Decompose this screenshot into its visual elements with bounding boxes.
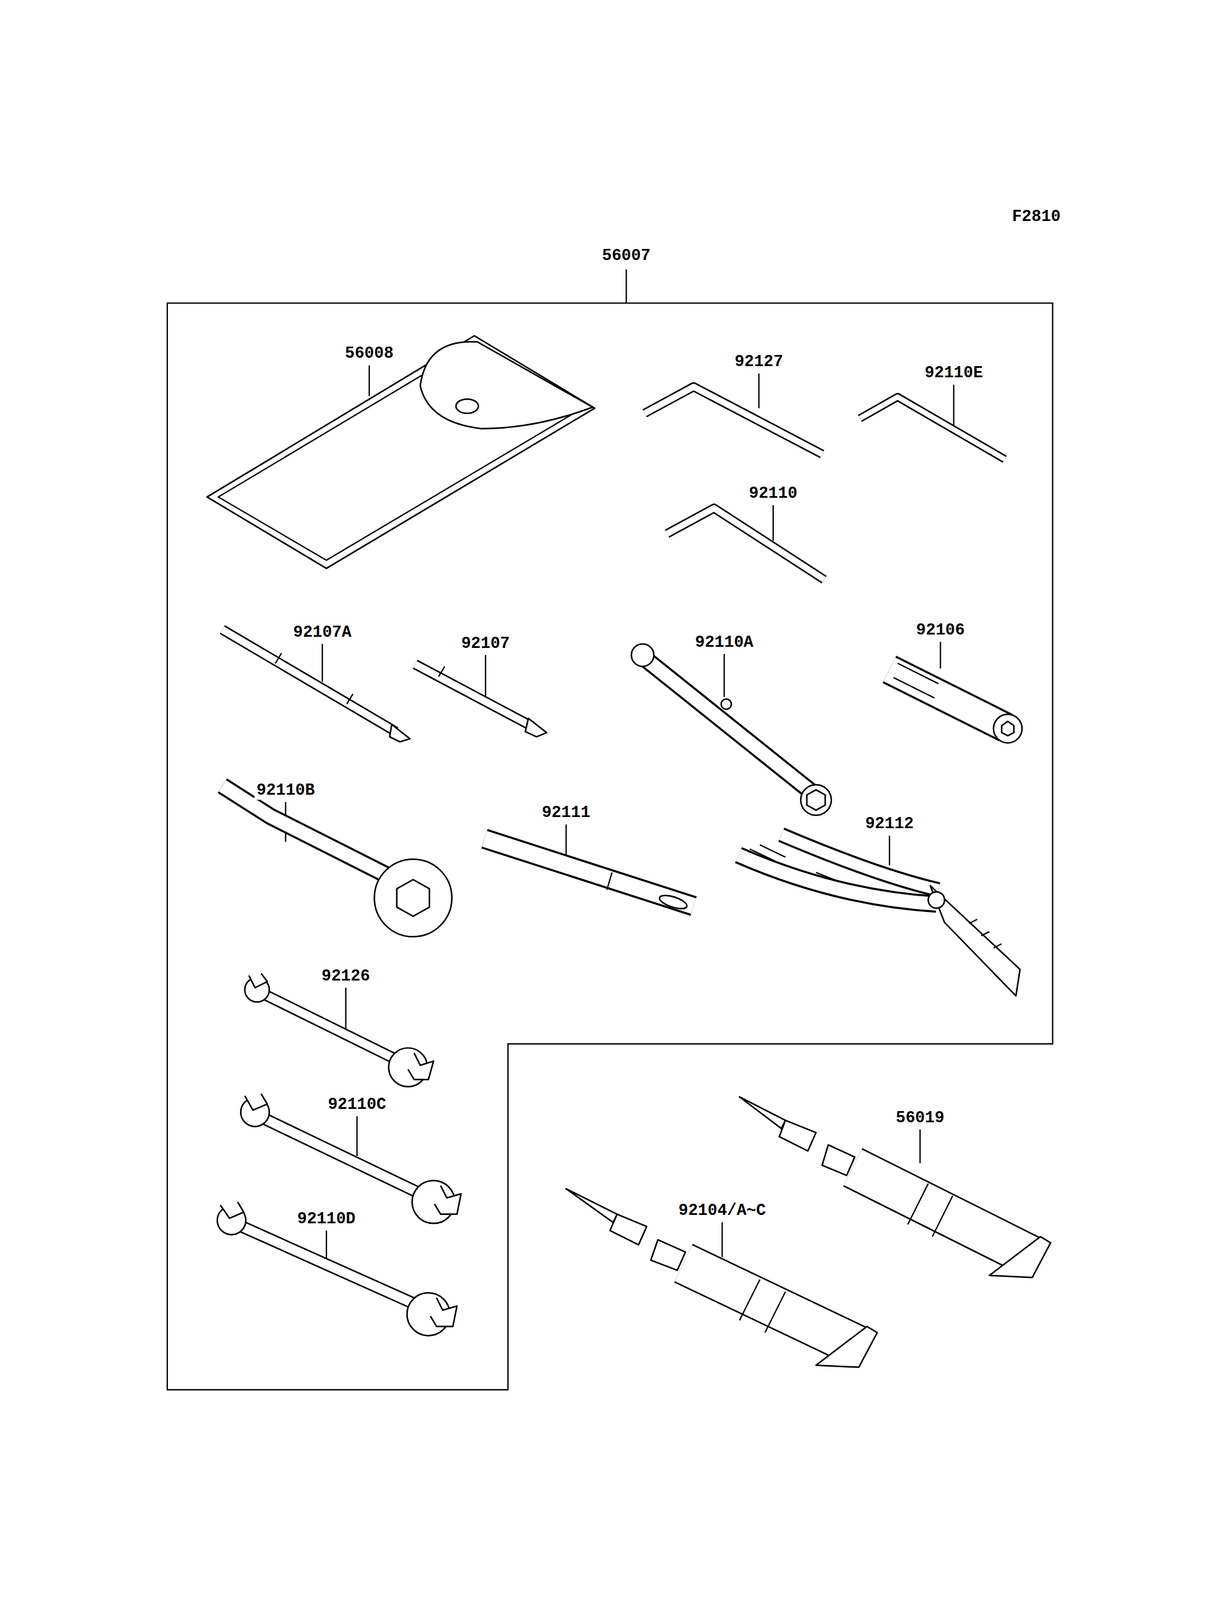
callout-number: 92110C [325, 1095, 389, 1114]
bit-handle [889, 663, 1023, 744]
kit-outline [167, 302, 1053, 1390]
grease-tubes [566, 1096, 1051, 1367]
callout-number: 92110B [254, 781, 317, 800]
pliers [738, 834, 1021, 996]
callout-number: 92111 [539, 803, 593, 822]
callout-number: 92106 [913, 621, 967, 640]
callout-number: 92104/A~C [676, 1201, 769, 1220]
callout-number: 56019 [893, 1109, 947, 1128]
callout-number: 92110 [746, 484, 800, 503]
callout-number: 92126 [319, 967, 373, 986]
callout-number: 92107 [459, 634, 513, 653]
callout-number: 92110A [692, 633, 756, 652]
callout-number: 92110E [922, 364, 985, 383]
callout-number: 92107A [290, 623, 354, 642]
open-end-wrenches [217, 973, 461, 1336]
extension-bar [484, 838, 694, 912]
callout-number: 56007 [599, 247, 653, 266]
callout-number: 92112 [863, 815, 917, 834]
box-wrench [631, 643, 832, 816]
callout-number: F2810 [1009, 208, 1063, 226]
tool-pouch [206, 335, 595, 569]
screwdriver-bits [222, 629, 547, 742]
callout-number: 92110D [295, 1210, 358, 1229]
ring-wrench [222, 785, 452, 937]
callout-number: 56008 [342, 344, 396, 363]
callout-number: 92127 [732, 353, 786, 372]
hex-keys [644, 386, 1005, 580]
